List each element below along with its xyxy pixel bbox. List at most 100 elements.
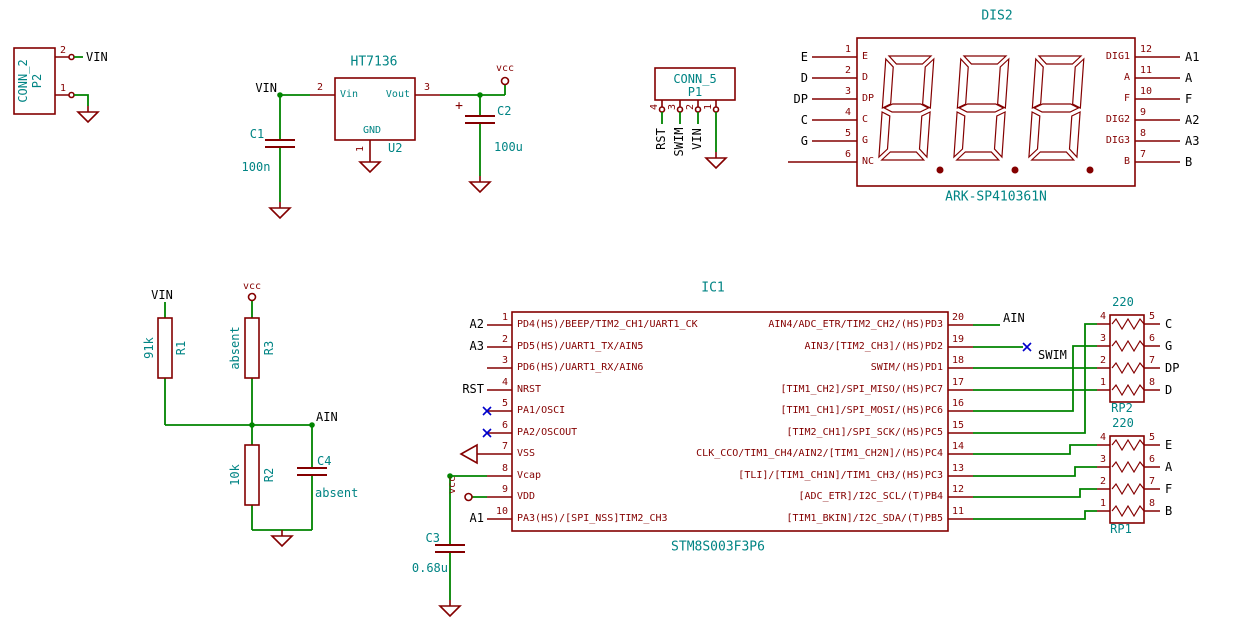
junction-dots-reg [277,92,483,98]
cap-polarity: + [455,98,463,114]
ic-title: IC1 [701,280,725,296]
pin-number: 6 [501,420,508,431]
conn2-value: CONN_2 [16,59,30,103]
regulator-value: HT7136 [350,54,398,70]
pin-name: AIN3/[TIM2_CH3]/(HS)PD2 [804,341,943,352]
pin-number: 8 [1148,377,1156,388]
pin-number: 1 [703,103,714,111]
pin-number: 18 [952,355,965,366]
net-label-rst: RST [462,382,484,396]
pin-name: PD5(HS)/UART1_TX/AIN5 [517,341,644,352]
pin-number: 6 [844,149,852,160]
resistor-value: absent [228,326,242,370]
ground-symbol [439,599,461,617]
cap-value: absent [315,486,359,500]
pin-name: [TIM2_CH1]/SPI_SCK/(HS)PC5 [786,427,943,438]
pin-name: DIG1 [1105,51,1130,62]
pin-number: 1 [844,44,852,55]
pin-number: 4 [844,107,852,118]
pin-number: 13 [952,463,965,474]
vcc-label: vcc [447,475,458,495]
pin-name: Vout [385,89,410,100]
pin-number: 8 [1140,128,1147,139]
pin-name: PA2/OSCOUT [517,427,578,438]
pin-name: VSS [517,448,536,459]
net-label-swim: SWIM [1038,348,1067,362]
pin-number: 2 [685,103,696,111]
regulator-symbol [310,77,440,156]
pin-number: 9 [1140,107,1147,118]
pin-name: PA3(HS)/[SPI_NSS]TIM2_CH3 [517,513,668,524]
pin-name: [TIM1_CH2]/SPI_MISO/(HS)PC7 [780,384,943,395]
net-label: F [1185,92,1193,106]
display-title: DIS2 [981,8,1013,24]
net-label: G [800,134,808,148]
pin-number: 20 [952,312,965,323]
cap-value: 100u [494,140,523,154]
pin-number: 7 [1140,149,1147,160]
pin-name: [ADC_ETR]/I2C_SCL/(T)PB4 [798,491,944,502]
pin-number: 12 [1140,44,1153,55]
pin-name: E [862,51,869,62]
pin-number: 8 [501,463,508,474]
regulator-ref: U2 [388,141,403,155]
pin-number: 14 [952,441,965,452]
pin-name: [TIM1_CH1]/SPI_MOSI/(HS)PC6 [780,405,943,416]
conn2-ref: P2 [30,73,44,89]
pin-number: 10 [495,506,508,517]
no-connect-icon [1022,342,1032,352]
pin-number: 7 [1148,355,1156,366]
ic-symbol [459,311,973,532]
pin-number: 3 [1099,454,1107,465]
pin-number: 5 [1148,432,1156,443]
cap-ref: C2 [497,104,512,118]
ground-symbol [469,175,491,193]
pin-number: 10 [1140,86,1153,97]
pin-name: NRST [517,384,542,395]
pin-number: 19 [952,334,965,345]
net-label: A [1165,460,1173,474]
pin-number: 2 [59,45,67,56]
ic-part: STM8S003F3P6 [671,539,765,555]
pin-number: 16 [952,398,965,409]
conn5-value: CONN_5 [673,72,717,86]
vcc-symbol [464,492,473,502]
capacitor-c3 [435,544,465,553]
pin-number: 5 [1148,311,1156,322]
pin-number: 6 [1148,454,1156,465]
capacitor-c1 [265,139,295,148]
pin-name: F [1123,93,1130,104]
vcc-symbol [500,76,510,86]
net-label: E [800,50,808,64]
rp2-symbol [1097,314,1160,403]
pin-number: 1 [1099,377,1107,388]
pin-name: PD4(HS)/BEEP/TIM2_CH1/UART1_CK [517,319,698,330]
regulator-wires [278,84,506,202]
net-label: G [1165,339,1173,353]
pin-number: 11 [952,506,965,517]
digit-seven-segment [953,55,1010,161]
net-label-vin: VIN [86,50,108,64]
resistor-ref: R1 [174,340,188,356]
cap-value: 100n [241,160,271,174]
cap-ref: C4 [317,454,332,468]
rp1-value: 220 [1112,416,1134,430]
pin-number: 1 [59,83,67,94]
pin-name: PD6(HS)/UART1_RX/AIN6 [517,362,644,373]
net-label-rst: RST [654,128,668,150]
pin-name: G [862,135,869,146]
pin-name: [TLI]/[TIM1_CH1N]/TIM1_CH3/(HS)PC3 [738,470,943,481]
net-label: DP [793,92,808,106]
conn5-wires [661,112,717,152]
pin-name: Vin [340,89,359,100]
rp1-ref: RP1 [1110,522,1132,536]
display-symbol [788,37,1180,187]
pin-number: 3 [423,82,431,93]
pin-number: 17 [952,377,965,388]
resistor-r1 [157,317,173,379]
decimal-points [936,166,1094,174]
conn2-wires [74,56,89,106]
pin-number: 3 [667,103,678,111]
net-label-swim: SWIM [672,127,686,157]
